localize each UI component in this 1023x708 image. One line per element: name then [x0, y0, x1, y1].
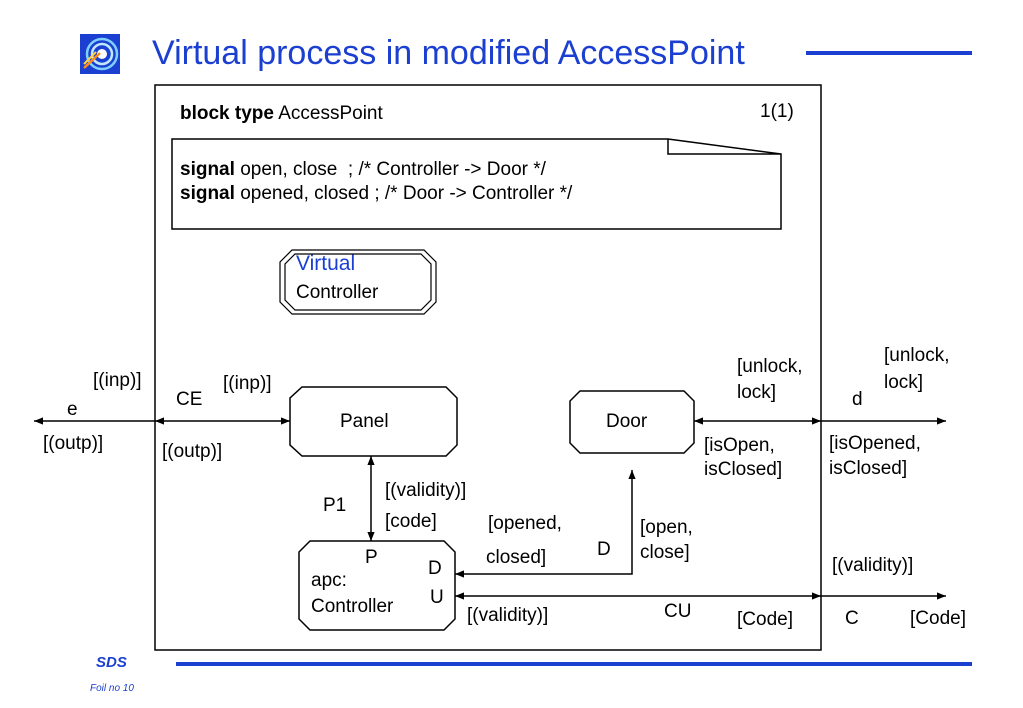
virtual-controller-inner [284, 253, 432, 311]
e-outp-label: [(outp)] [43, 433, 104, 454]
e-inp-label: [(inp)] [93, 370, 142, 391]
virtual-keyword: Virtual [296, 252, 356, 275]
signal-line-2: signal opened, closed ; /* Door -> Contr… [180, 184, 572, 203]
cu-route-label: CU [664, 601, 692, 622]
port-u: U [430, 587, 444, 608]
ext-isclosed-label: isClosed] [829, 458, 908, 479]
signal-list-1: open, close ; /* Controller -> Door */ [240, 159, 546, 180]
panel-label: Panel [340, 411, 389, 432]
d-closed-label: closed] [486, 547, 547, 568]
ext-d-route-label: d [852, 389, 863, 410]
ext-c-validity-label: [(validity)] [832, 555, 914, 576]
ext-c-route-label: C [845, 608, 859, 629]
p1-route-label: P1 [323, 495, 347, 516]
block-type-keyword: block type [180, 103, 274, 124]
cu-validity-label: [(validity)] [467, 605, 549, 626]
door-label: Door [606, 411, 648, 432]
ext-isopened-label: [isOpened, [829, 433, 921, 454]
signal-line-1: signal open, close ; /* Controller -> Do… [180, 160, 546, 179]
ce-route-label: CE [176, 389, 203, 410]
signal-keyword: signal [180, 183, 235, 204]
route-d [455, 470, 636, 578]
signal-list-2: opened, closed ; /* Door -> Controller *… [240, 183, 573, 204]
ce-inp-label: [(inp)] [223, 373, 272, 394]
panel-process [289, 386, 458, 457]
port-p: P [365, 547, 378, 568]
e-route-label: e [67, 399, 78, 420]
p1-code-label: [code] [385, 511, 437, 532]
door-unlock-label: [unlock, [737, 356, 803, 377]
door-isclosed-label: isClosed] [704, 459, 783, 480]
apc-label-1: apc: [311, 570, 347, 591]
title-rule [806, 51, 972, 55]
door-lock-label: lock] [737, 382, 777, 403]
d-open-label: [open, [640, 517, 693, 538]
door-isopen-label: [isOpen, [704, 435, 775, 456]
page-title: Virtual process in modified AccessPoint [152, 34, 745, 72]
door-process [569, 390, 695, 454]
foil-number: Foil no 10 [90, 683, 134, 694]
p1-validity-label: [(validity)] [385, 480, 467, 501]
virtual-controller-symbol [279, 249, 437, 315]
ext-lock-label: lock] [884, 372, 924, 393]
page-number: 1(1) [760, 101, 794, 122]
ext-c-code-label: [Code] [910, 608, 966, 629]
footer-rule [176, 662, 972, 666]
port-d: D [428, 558, 442, 579]
d-close-label: close] [640, 542, 690, 563]
apc-label-2: Controller [311, 596, 394, 617]
block-type-name: AccessPoint [278, 103, 383, 124]
d-route-label: D [597, 539, 611, 560]
signal-keyword: signal [180, 159, 235, 180]
apc-process [298, 540, 456, 631]
ce-outp-label: [(outp)] [162, 441, 223, 462]
ext-unlock-label: [unlock, [884, 345, 950, 366]
block-frame [154, 84, 822, 651]
virtual-controller-name: Controller [296, 282, 379, 303]
signal-declaration-box [171, 138, 782, 230]
footer-brand: SDS [96, 654, 127, 671]
d-opened-label: [opened, [488, 513, 562, 534]
target-logo-icon [80, 34, 120, 74]
cu-code-label: [Code] [737, 609, 793, 630]
block-heading: block type AccessPoint [180, 104, 383, 123]
